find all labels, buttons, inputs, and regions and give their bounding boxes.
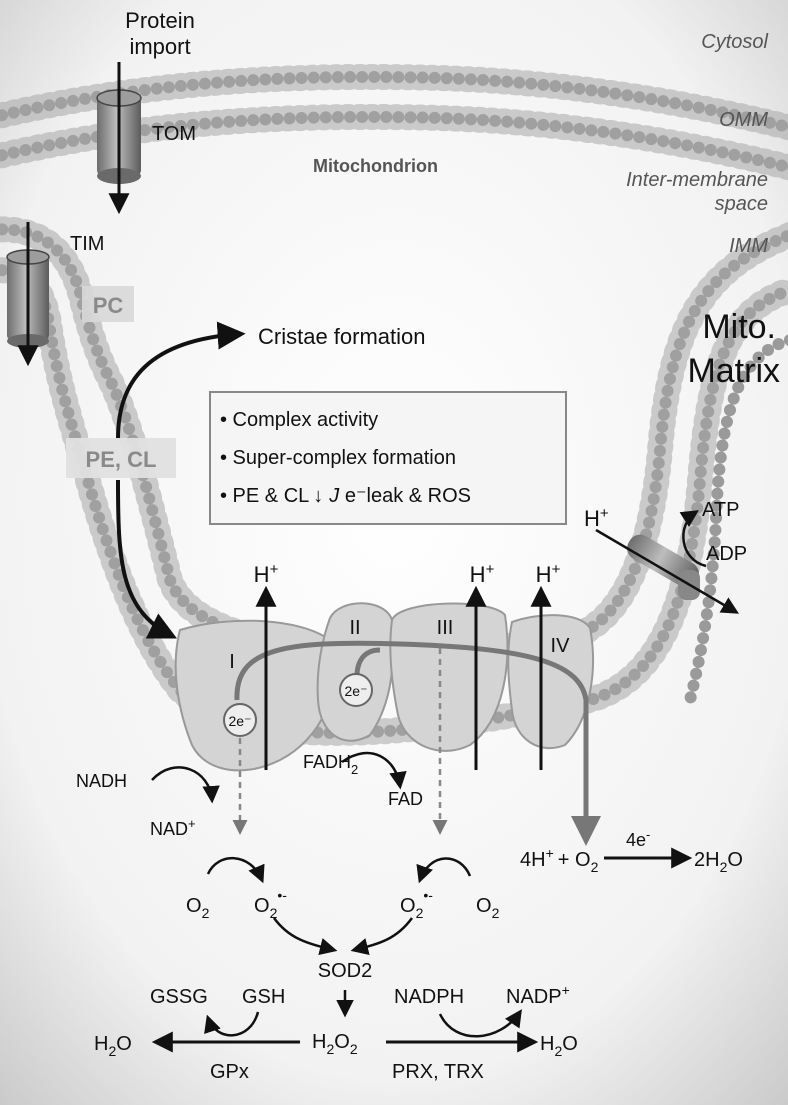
nadp-label: NADP+ (506, 982, 570, 1008)
electron-pair-ii-label: 2e⁻ (345, 683, 368, 699)
pc-label: PC (93, 293, 124, 318)
nad-label: NAD+ (150, 816, 196, 839)
nadph-arrow (438, 1009, 522, 1038)
electron-pair-i-label: 2e⁻ (229, 713, 252, 729)
adp-to-atp-arrow (679, 510, 707, 568)
protein-import-label-1: Protein (125, 8, 195, 33)
intermembrane-label-2: space (715, 193, 768, 215)
fad-label: FAD (388, 789, 423, 809)
h2o2-label: H2O2 (312, 1031, 358, 1057)
complex-i-label: I (229, 651, 235, 673)
atp-synthase-proton-arrow (595, 528, 740, 614)
oxygen-left-label: O2 (186, 895, 210, 921)
fadh2-arrow (341, 751, 407, 790)
electron-path (234, 640, 601, 846)
nadh-arrow (151, 766, 220, 804)
matrix-label-2: Matrix (687, 352, 780, 390)
fadh2-label: FADH2 (303, 752, 358, 777)
proton-label-iii: H+ (470, 561, 495, 587)
tim-label: TIM (70, 233, 104, 255)
complex-iv-label: IV (551, 635, 571, 657)
h2o-right-label: H2O (540, 1033, 578, 1059)
sod2-label: SOD2 (318, 960, 372, 982)
adp-label: ADP (706, 543, 747, 565)
effect-pe-cl: • PE & CL↓J e⁻leak & ROS (220, 485, 471, 507)
complex-i (174, 619, 336, 772)
omm-label: OMM (719, 109, 768, 131)
nadh-label: NADH (76, 771, 127, 791)
tom-label: TOM (152, 123, 196, 145)
gsh-label: GSH (242, 986, 285, 1008)
effects-box (209, 391, 567, 525)
intermembrane-label-1: Inter-membrane (626, 169, 768, 191)
oxygen-reduction-reactants: 4H++ O2 (520, 845, 599, 875)
protein-import-label-2: import (129, 34, 190, 59)
h2o-left-label: H2O (94, 1033, 132, 1059)
pc-box (82, 286, 134, 322)
atp-synthase-proton-label: H+ (584, 505, 609, 531)
proton-label-iv: H+ (536, 561, 561, 587)
oxygen-right-label: O2 (476, 895, 500, 921)
cristae-arrow (116, 321, 246, 439)
complex-iii-label: III (437, 617, 454, 639)
mitochondrion-label: Mitochondrion (313, 156, 438, 176)
pe-cl-label: PE, CL (86, 447, 157, 472)
gpx-label: GPx (210, 1061, 249, 1083)
superoxide-right-label: O2•- (400, 887, 433, 921)
imm-label: IMM (729, 235, 768, 257)
complex-iv (507, 614, 594, 750)
matrix-label-1: Mito. (702, 308, 776, 346)
cristae-label: Cristae formation (258, 324, 426, 349)
four-electron-label: 4e- (626, 827, 650, 850)
glutathione-arrow (204, 1011, 260, 1037)
electron-pair-i (223, 703, 257, 737)
proton-label-i: H+ (254, 561, 279, 587)
complex-ii-label: II (349, 617, 360, 639)
pe-cl-arrow (116, 479, 178, 639)
sod2-arrow-left (272, 917, 338, 956)
atp-label: ATP (702, 499, 739, 521)
gssg-label: GSSG (150, 986, 208, 1008)
nadph-label: NADPH (394, 986, 464, 1008)
superoxide-arrow-left (206, 857, 265, 884)
superoxide-arrow-right (416, 857, 472, 884)
electron-pair-ii (339, 673, 373, 707)
cytosol-label: Cytosol (701, 31, 768, 53)
pe-cl-box (66, 438, 176, 478)
effect-supercomplex: • Super-complex formation (220, 447, 456, 469)
superoxide-left-label: O2•- (254, 887, 287, 921)
prx-trx-label: PRX, TRX (392, 1061, 484, 1083)
effect-complex-activity: • Complex activity (220, 409, 378, 431)
sod2-arrow-right (350, 917, 414, 956)
water-product-label: 2H2O (694, 849, 743, 875)
